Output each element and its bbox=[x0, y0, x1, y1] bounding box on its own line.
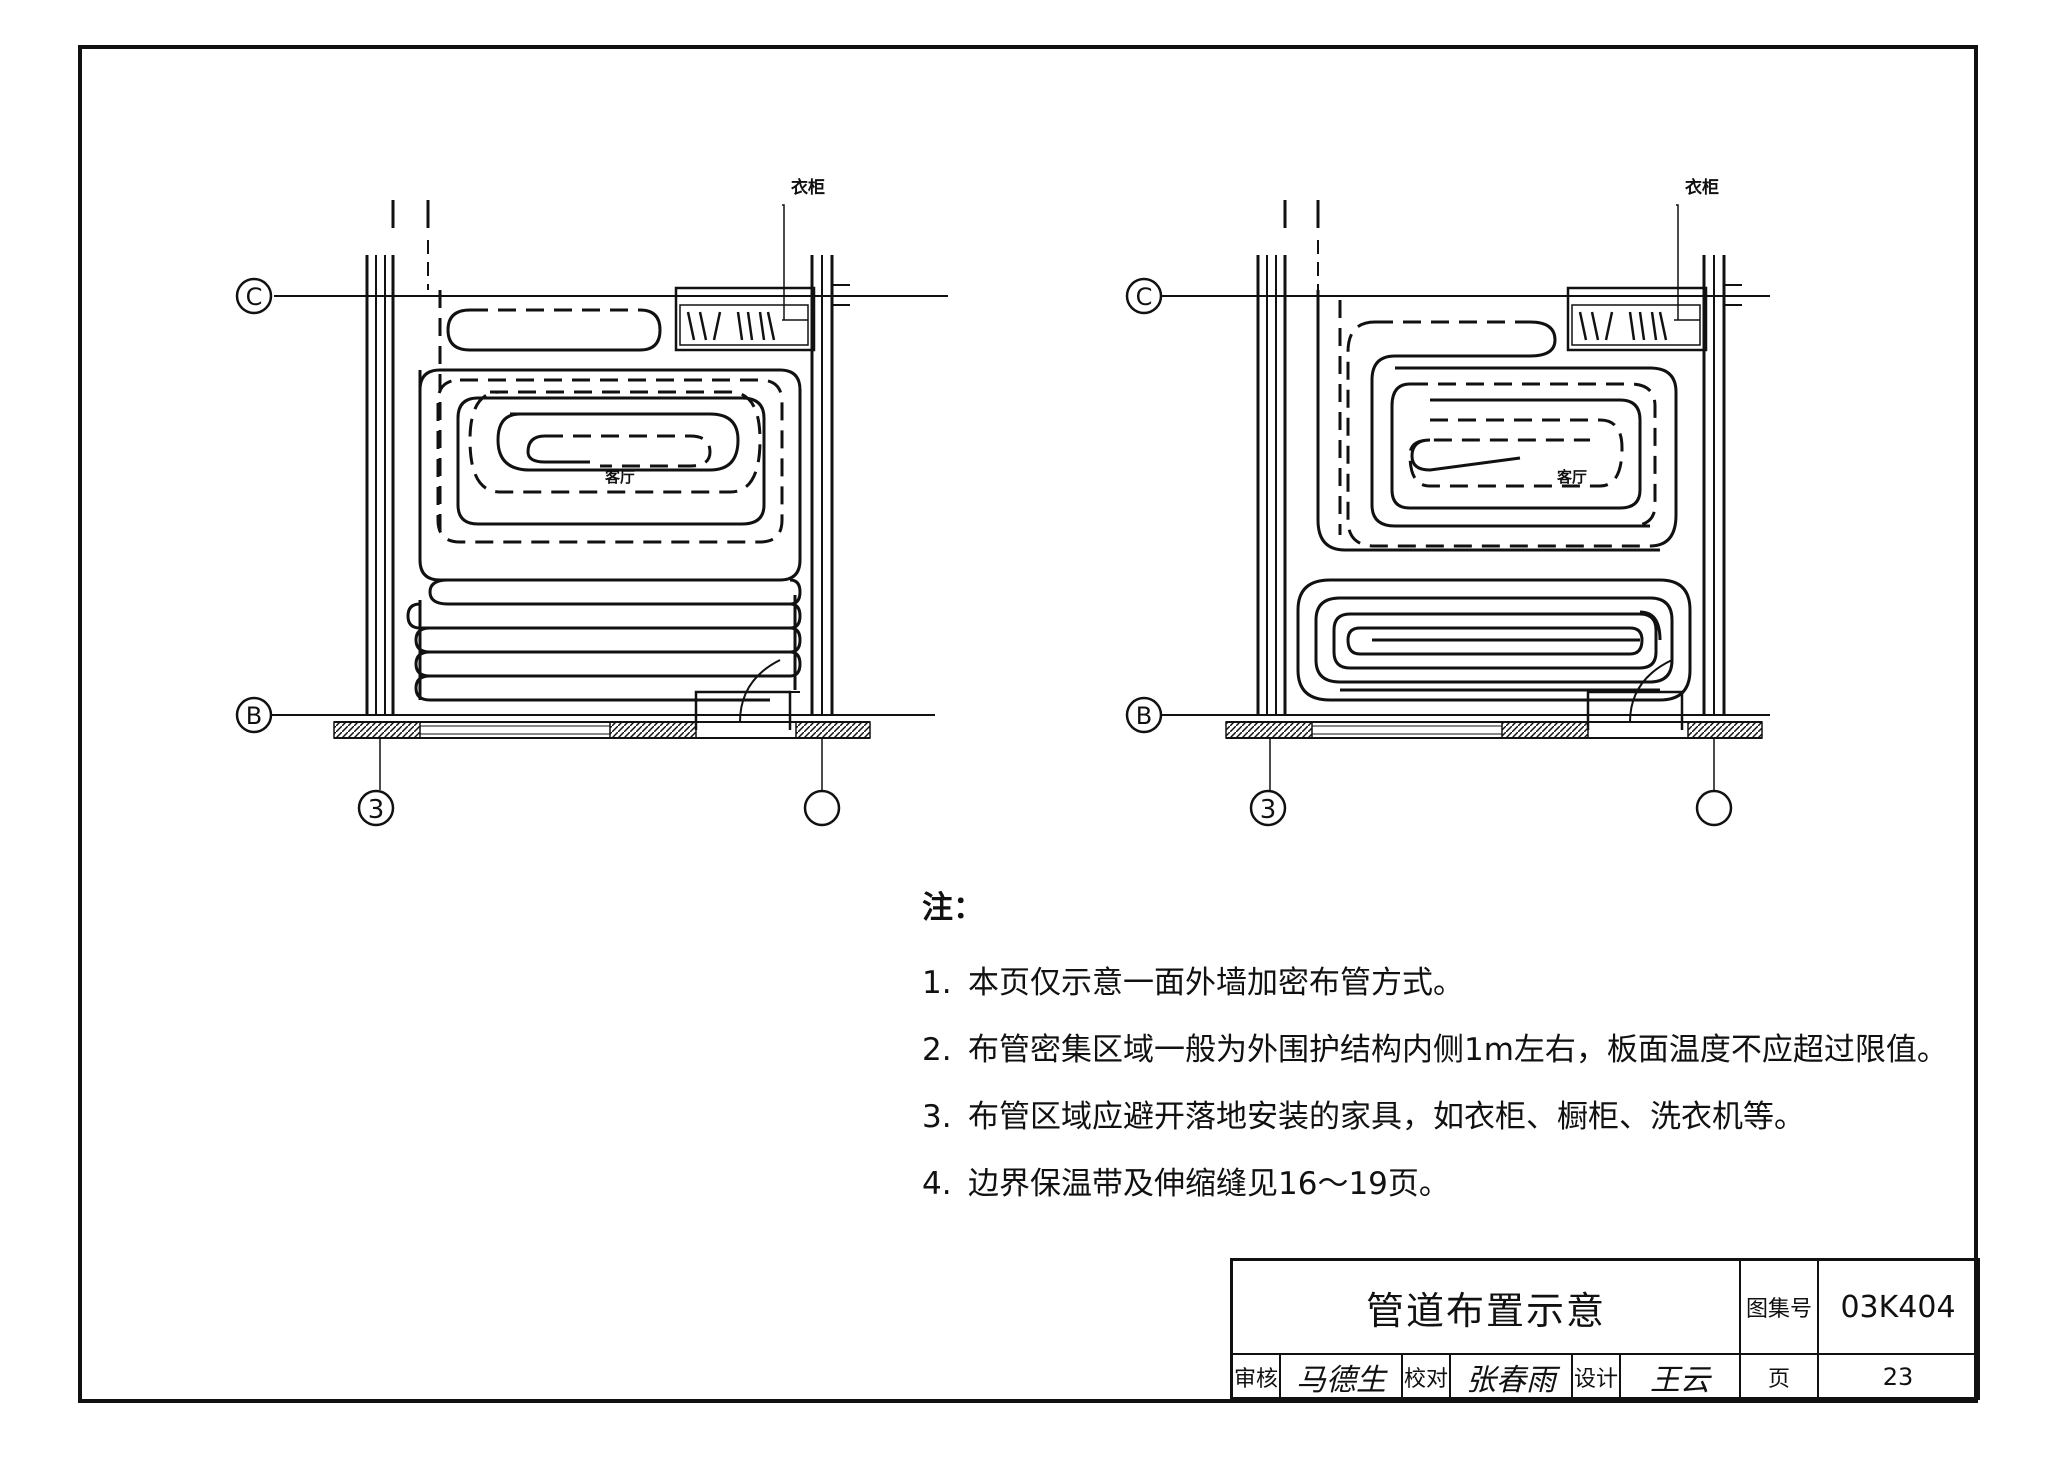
exterior-wall bbox=[333, 721, 871, 739]
note-number: 4. bbox=[922, 1166, 952, 1202]
door-opening bbox=[694, 659, 800, 730]
wardrobe: 衣柜 bbox=[674, 177, 825, 352]
note-item: 3. 布管区域应避开落地安装的家具，如衣柜、橱柜、洗衣机等。 bbox=[922, 1091, 1948, 1136]
door-opening bbox=[1586, 659, 1684, 730]
atlas-label: 图集号 bbox=[1741, 1261, 1819, 1355]
note-item: 2. 布管密集区域一般为外围护结构内侧1m左右，板面温度不应超过限值。 bbox=[922, 1024, 1948, 1069]
signature-row: 审核 马德生 校对 张春雨 设计 王云 bbox=[1233, 1355, 1741, 1399]
page-label: 页 bbox=[1741, 1355, 1819, 1399]
note-number: 3. bbox=[922, 1099, 952, 1135]
exterior-wall bbox=[1225, 721, 1763, 739]
diagram-right: C 衣柜 bbox=[1125, 177, 1770, 827]
right-wall bbox=[810, 255, 850, 715]
svg-text:3: 3 bbox=[1260, 795, 1277, 825]
svg-text:C: C bbox=[1136, 283, 1153, 311]
room-label: 客厅 bbox=[1556, 468, 1587, 486]
divider bbox=[1449, 1355, 1451, 1399]
note-text: 边界保温带及伸缩缝见16～19页。 bbox=[968, 1166, 1450, 1202]
axis-c-marker: C bbox=[1125, 277, 1163, 315]
wardrobe: 衣柜 bbox=[1566, 177, 1719, 352]
axis-unlabeled-marker bbox=[803, 789, 841, 827]
design-signature: 王云 bbox=[1650, 1363, 1710, 1398]
axis-3-marker: 3 bbox=[357, 789, 395, 827]
wardrobe-label: 衣柜 bbox=[791, 177, 825, 198]
svg-text:C: C bbox=[246, 283, 263, 311]
axis-3-marker: 3 bbox=[1249, 789, 1287, 827]
note-item: 4. 边界保温带及伸缩缝见16～19页。 bbox=[922, 1158, 1948, 1203]
review-signature: 马德生 bbox=[1296, 1363, 1386, 1398]
right-wall bbox=[1702, 255, 1742, 715]
note-number: 1. bbox=[922, 965, 952, 1001]
axis-c-marker: C bbox=[235, 277, 273, 315]
review-label: 审核 bbox=[1233, 1367, 1278, 1392]
check-signature: 张春雨 bbox=[1466, 1363, 1556, 1398]
axis-b-marker: B bbox=[235, 696, 273, 734]
svg-text:3: 3 bbox=[368, 795, 385, 825]
svg-text:B: B bbox=[1136, 702, 1152, 730]
left-wall bbox=[365, 255, 395, 715]
divider bbox=[1619, 1355, 1621, 1399]
axis-b-marker: B bbox=[1125, 696, 1163, 734]
axis-unlabeled-marker bbox=[1695, 789, 1733, 827]
svg-text:B: B bbox=[246, 702, 262, 730]
divider bbox=[1571, 1355, 1573, 1399]
note-number: 2. bbox=[922, 1032, 952, 1068]
pipe-coil bbox=[1296, 290, 1692, 702]
divider bbox=[1401, 1355, 1403, 1399]
drawing-title: 管道布置示意 bbox=[1233, 1261, 1741, 1355]
pipe-coil bbox=[406, 290, 802, 702]
wardrobe-label: 衣柜 bbox=[1685, 177, 1719, 198]
title-block: 管道布置示意 图集号 03K404 审核 马德生 校对 张春雨 设计 王云 页 … bbox=[1230, 1258, 1980, 1400]
drawing-frame bbox=[78, 45, 1978, 1403]
notes-heading: 注： bbox=[922, 890, 984, 926]
note-text: 布管密集区域一般为外围护结构内侧1m左右，板面温度不应超过限值。 bbox=[968, 1032, 1948, 1068]
page-number: 23 bbox=[1882, 1363, 1914, 1391]
note-item: 1. 本页仅示意一面外墙加密布管方式。 bbox=[922, 957, 1948, 1002]
note-text: 布管区域应避开落地安装的家具，如衣柜、橱柜、洗衣机等。 bbox=[968, 1099, 1805, 1135]
check-label: 校对 bbox=[1403, 1367, 1448, 1392]
atlas-number: 03K404 bbox=[1819, 1261, 1977, 1355]
design-label: 设计 bbox=[1573, 1367, 1618, 1392]
room-label: 客厅 bbox=[604, 468, 635, 486]
left-wall bbox=[1256, 255, 1287, 715]
diagram-left: C 衣柜 bbox=[235, 177, 948, 827]
notes: 注： 1. 本页仅示意一面外墙加密布管方式。 2. 布管密集区域一般为外围护结构内侧… bbox=[922, 882, 1948, 1225]
divider bbox=[1279, 1355, 1281, 1399]
note-text: 本页仅示意一面外墙加密布管方式。 bbox=[968, 965, 1464, 1001]
